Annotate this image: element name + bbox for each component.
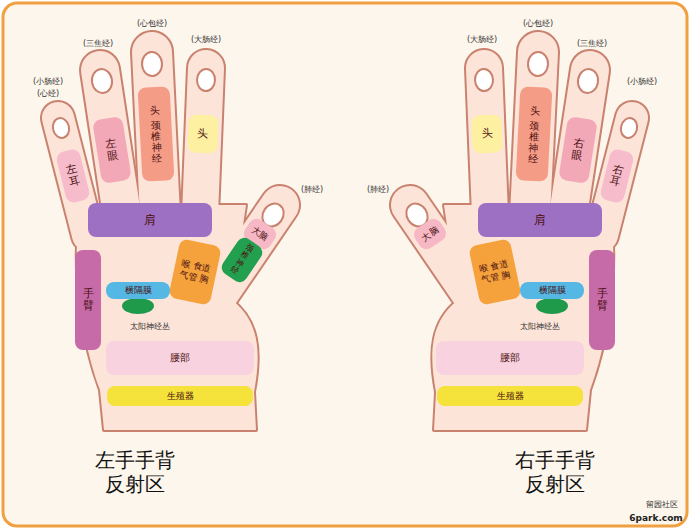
zone-text: 喉 食道 气管 胸 — [475, 258, 515, 287]
zone-text: 大脑 — [250, 224, 271, 243]
reflex-zone: 腰部 — [436, 341, 584, 375]
nail — [197, 69, 216, 92]
zone-text: 喉 食道 气管 胸 — [175, 258, 215, 287]
hand-title: 右手手背 反射区 — [509, 448, 601, 496]
zone-text: 颈椎神经 — [150, 119, 162, 163]
zone-text: 手臂 — [597, 288, 608, 312]
nail — [51, 116, 71, 139]
zone-text: 头 — [530, 104, 541, 116]
zone-text: 头 — [481, 128, 492, 140]
meridian-label: (小肠经) — [33, 77, 63, 87]
zone-text: 横隔膜 — [125, 285, 152, 296]
zone-text: 大脑 — [420, 224, 441, 243]
reflex-zone: 头 — [187, 114, 218, 153]
zone-text: 左眼 — [105, 137, 120, 163]
frame — [3, 3, 687, 526]
zone-text: 右眼 — [571, 137, 586, 163]
zone-text: 头 — [197, 128, 208, 140]
hand-title: 左手手背 反射区 — [89, 448, 181, 496]
meridian-label: (大肠经) — [191, 35, 221, 45]
zone-text: 颈椎神经 — [527, 119, 539, 163]
palm — [77, 205, 258, 430]
reflex-zone: 手臂 — [75, 250, 101, 350]
zone-text: 头 — [149, 104, 160, 116]
meridian-label: (肺经) — [367, 185, 389, 195]
zone-text: 横隔膜 — [539, 285, 566, 296]
nail — [141, 51, 162, 76]
zone-text: 腰部 — [170, 352, 190, 364]
reflex-zone: 肩 — [478, 203, 602, 237]
watermark: 6park.com — [629, 513, 683, 524]
meridian-label: (大肠经) — [467, 35, 497, 45]
zone-text: 手臂 — [83, 288, 94, 312]
solar-plexus-spot — [122, 298, 154, 314]
meridian-label: (三焦经) — [577, 39, 607, 49]
hand — [402, 51, 639, 430]
reflex-zone: 头颈椎神经 — [516, 86, 553, 182]
reflex-zone: 头 — [471, 114, 502, 153]
reflex-zone: 横隔膜 — [520, 282, 584, 299]
reflex-zone: 手臂 — [589, 250, 615, 350]
zone-text: 肩 — [144, 213, 156, 227]
meridian-label: (心经) — [37, 89, 59, 99]
reflex-zone: 头颈椎神经 — [138, 86, 175, 182]
zone-text: 腰部 — [500, 352, 520, 364]
zone-text: 生殖器 — [497, 391, 524, 402]
watermark: 留园社区 — [646, 500, 678, 510]
nail — [90, 68, 114, 95]
meridian-label: (小肠经) — [627, 77, 657, 87]
meridian-label: (心包经) — [523, 19, 553, 29]
hand — [51, 51, 288, 430]
meridian-label: (三焦经) — [83, 39, 113, 49]
zone-text: 生殖器 — [167, 391, 194, 402]
zone-text: 右耳 — [609, 163, 626, 189]
reflex-zone: 生殖器 — [107, 386, 253, 406]
plexus-label: 太阳神经丛 — [520, 322, 560, 332]
reflex-zone: 生殖器 — [437, 386, 583, 406]
zone-text: 肩 — [534, 213, 546, 227]
zone-text: 左耳 — [65, 163, 82, 189]
meridian-label: (肺经) — [301, 185, 323, 195]
reflex-zone: 肩 — [88, 203, 212, 237]
reflex-zone: 横隔膜 — [106, 282, 170, 299]
reflex-zone: 腰部 — [106, 341, 254, 375]
palm-outline — [77, 205, 258, 430]
plexus-label: 太阳神经丛 — [130, 322, 170, 332]
meridian-label: (心包经) — [137, 19, 167, 29]
